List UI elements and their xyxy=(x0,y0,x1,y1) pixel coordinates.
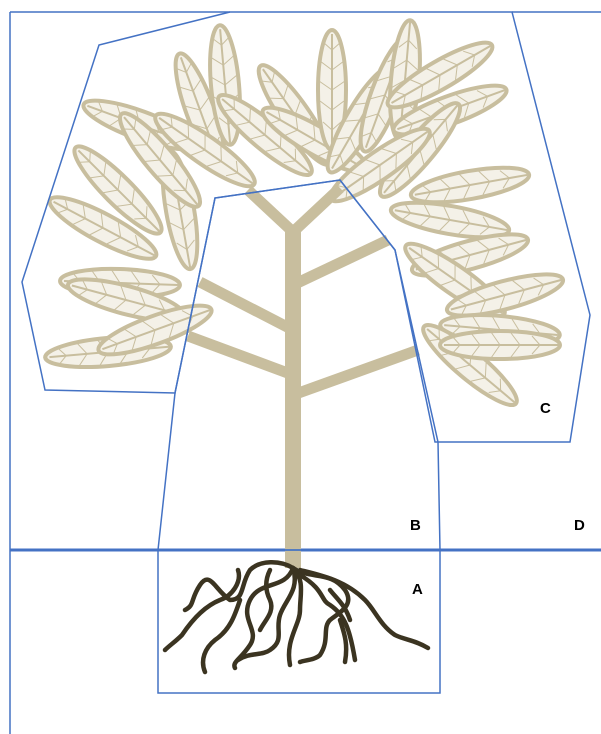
zone-label-b: B xyxy=(410,517,421,534)
tree-roots xyxy=(165,562,428,672)
zone-label-c: C xyxy=(540,400,551,417)
tree-trunk xyxy=(188,188,418,568)
zone-label-a: A xyxy=(412,581,423,598)
zone-label-d: D xyxy=(574,517,585,534)
